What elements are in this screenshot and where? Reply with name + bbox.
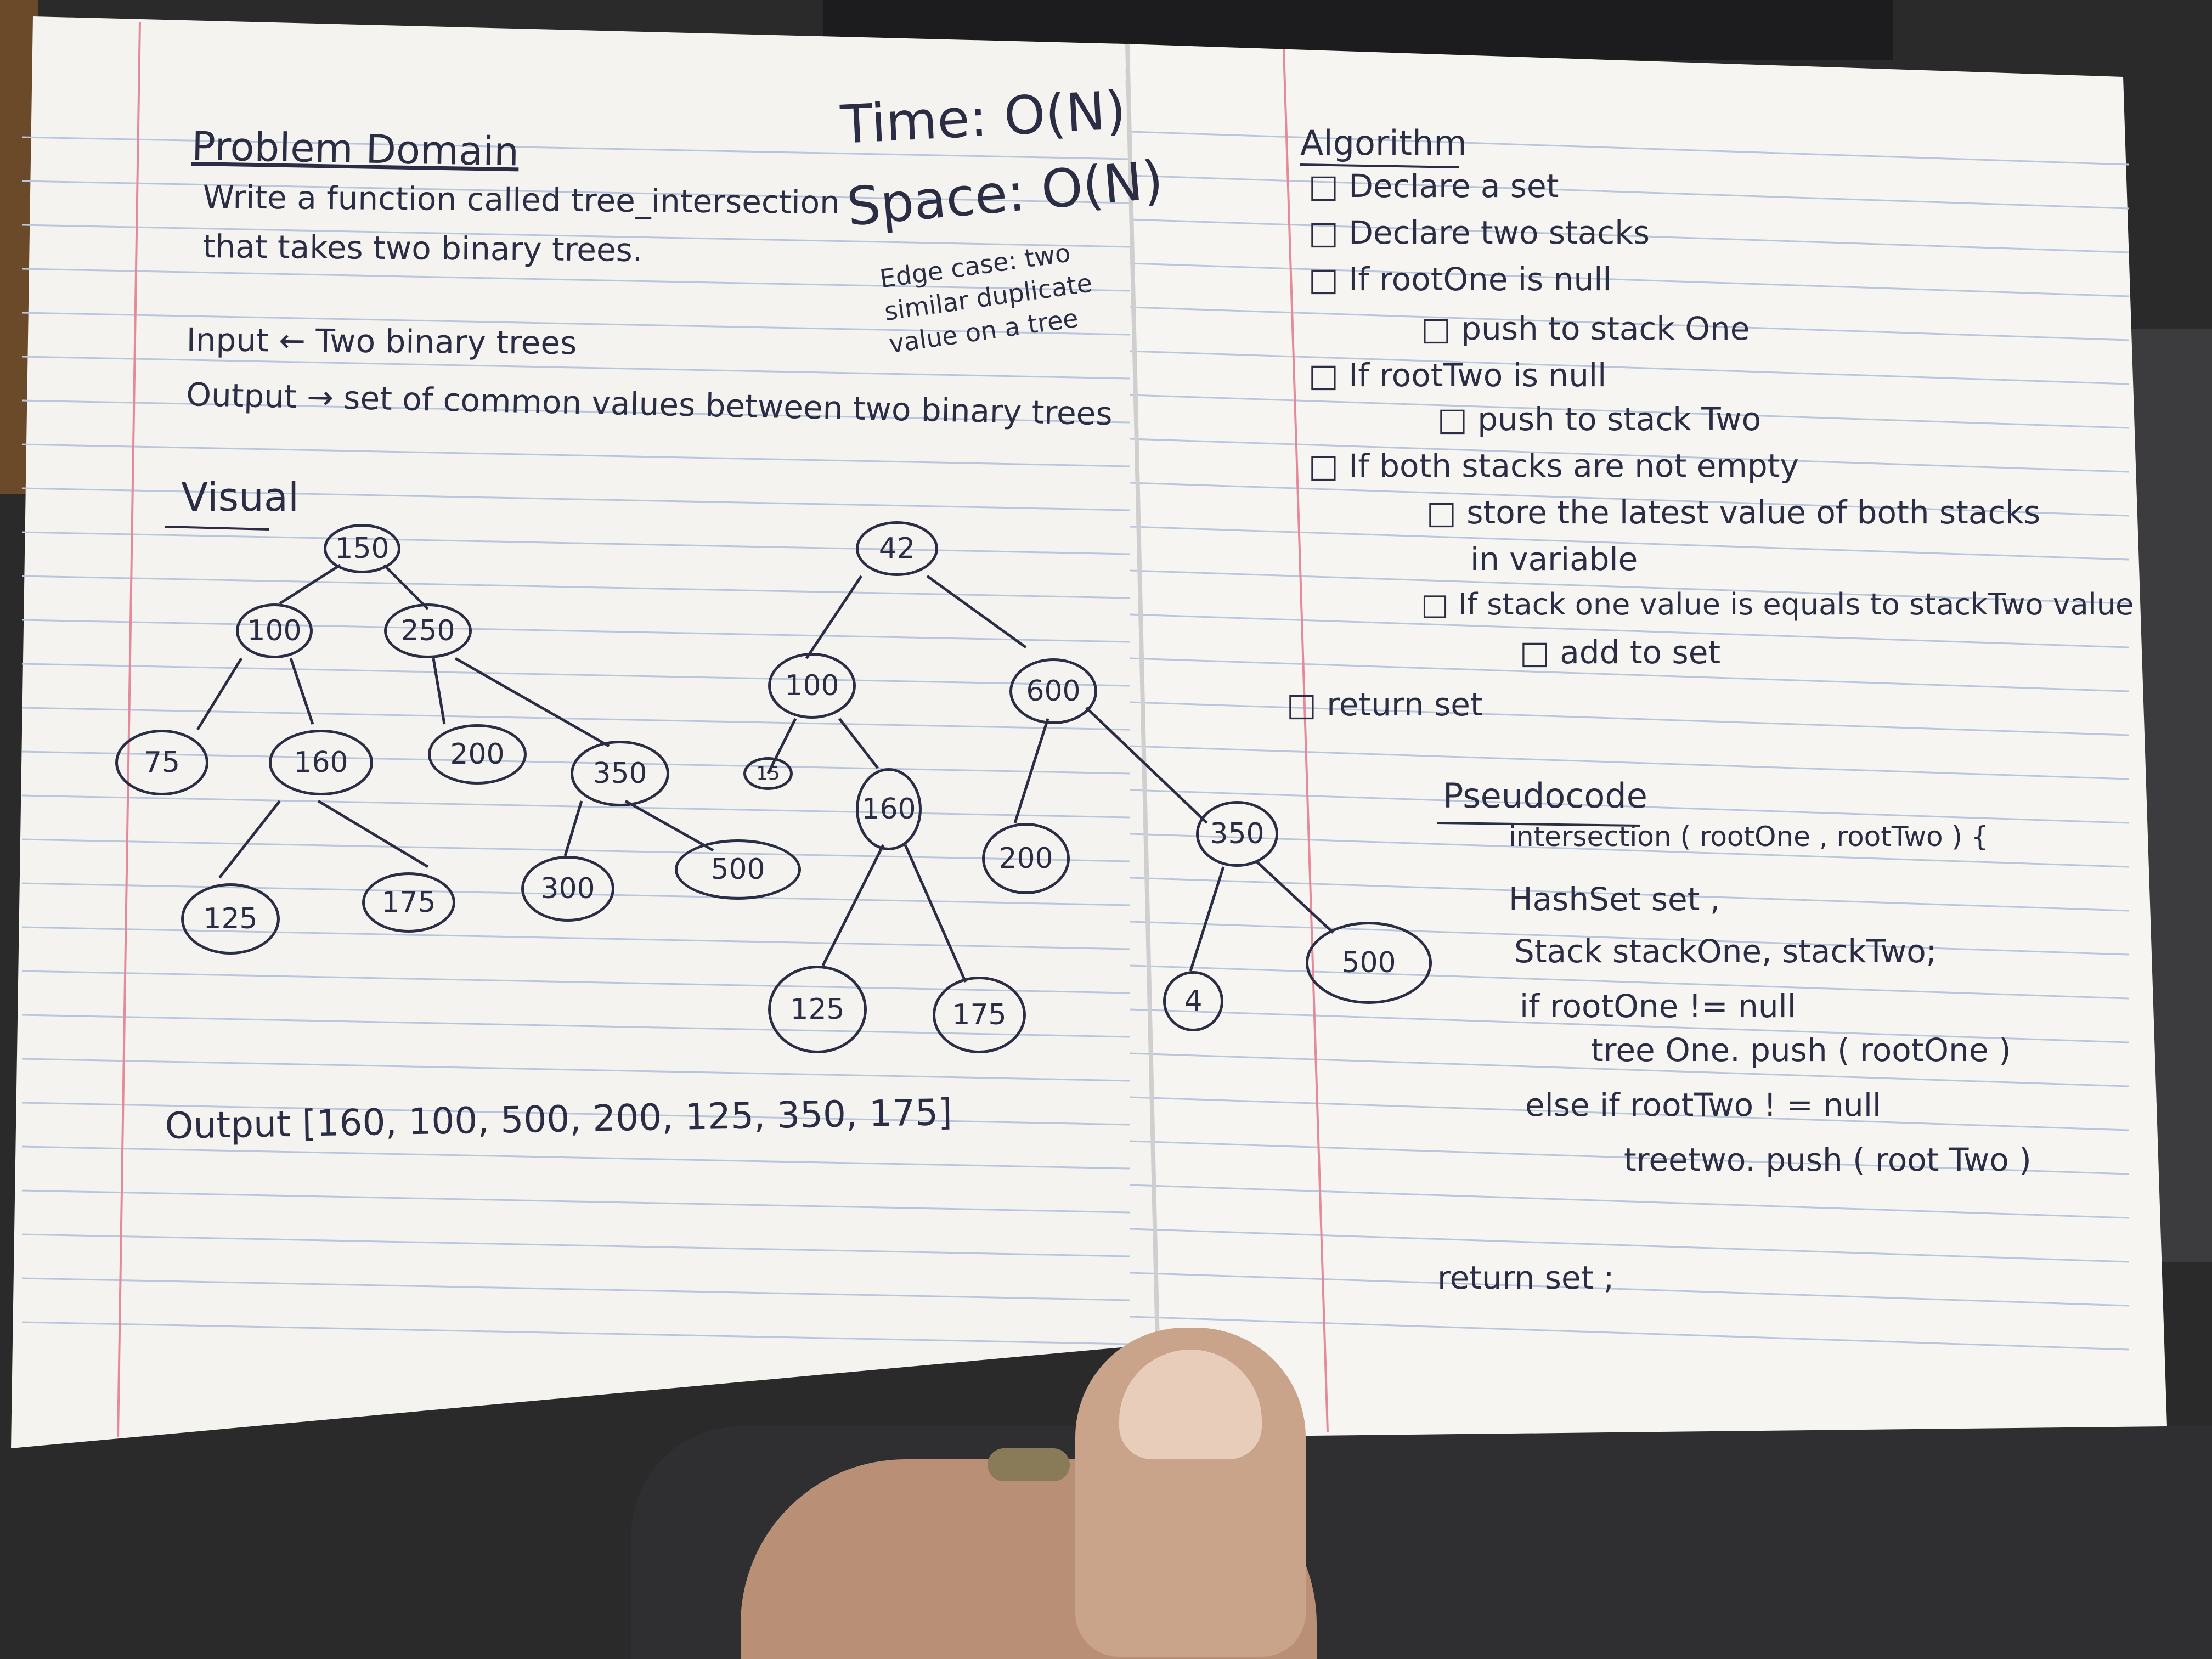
tree-two-node: 175 bbox=[933, 977, 1026, 1053]
ring bbox=[988, 1448, 1070, 1481]
pseudocode-line: HashSet set , bbox=[1509, 881, 1720, 918]
tree-two-node: 600 bbox=[1009, 658, 1097, 724]
tree-two-node: 500 bbox=[1306, 922, 1432, 1004]
tree-two-node: 100 bbox=[768, 653, 856, 719]
algorithm-step: in variable bbox=[1470, 540, 1638, 578]
tree-one-node: 200 bbox=[428, 724, 527, 785]
problem-statement-line-2: that takes two binary trees. bbox=[202, 228, 643, 269]
tree-two-node: 350 bbox=[1196, 801, 1278, 867]
pseudocode-line: return set ; bbox=[1437, 1259, 1615, 1296]
tree-one-node: 300 bbox=[521, 856, 614, 922]
pseudocode-line: treetwo. push ( root Two ) bbox=[1624, 1141, 2032, 1178]
tree-one-node: 250 bbox=[384, 603, 472, 658]
algorithm-step: □ Declare two stacks bbox=[1308, 214, 1650, 251]
visual-label: Visual bbox=[181, 474, 299, 520]
problem-statement-line-1: Write a function called tree_intersectio… bbox=[202, 178, 840, 222]
algorithm-title: Algorithm bbox=[1300, 123, 1467, 163]
algorithm-step: □ add to set bbox=[1520, 634, 1721, 671]
input-description: Input ← Two binary trees bbox=[186, 321, 577, 362]
tree-two-node: 42 bbox=[856, 521, 938, 576]
pseudocode-line: else if rootTwo ! = null bbox=[1525, 1086, 1882, 1124]
tree-one-node: 160 bbox=[269, 730, 373, 795]
algorithm-step: □ If both stacks are not empty bbox=[1308, 447, 1799, 484]
pseudocode-line: tree One. push ( rootOne ) bbox=[1591, 1031, 2011, 1069]
left-page-rules bbox=[21, 136, 1131, 1345]
tree-two-edges bbox=[766, 574, 1334, 983]
tree-one-node: 75 bbox=[115, 730, 208, 795]
tree-one-node: 175 bbox=[362, 872, 455, 933]
thumbnail bbox=[1119, 1350, 1262, 1459]
tree-one-node: 100 bbox=[236, 603, 313, 658]
tree-one-node: 350 bbox=[571, 741, 669, 806]
right-margin-line bbox=[1283, 49, 1329, 1432]
spine bbox=[1125, 43, 1160, 1345]
tree-two-node: 15 bbox=[743, 757, 793, 790]
tree-one-node: 500 bbox=[675, 839, 801, 900]
algorithm-step: □ Declare a set bbox=[1308, 167, 1559, 205]
pseudocode-title: Pseudocode bbox=[1443, 776, 1647, 816]
time-complexity: Time: O(N) bbox=[839, 79, 1127, 156]
tree-two-node: 125 bbox=[768, 966, 867, 1053]
algorithm-step: □ If stack one value is equals to stackT… bbox=[1421, 587, 2134, 622]
tree-one-node: 150 bbox=[324, 524, 400, 573]
algorithm-step: □ push to stack One bbox=[1421, 310, 1750, 347]
pseudocode-line: if rootOne != null bbox=[1520, 988, 1796, 1025]
algorithm-step: □ If rootTwo is null bbox=[1308, 357, 1607, 394]
tree-one-edges bbox=[196, 563, 714, 879]
left-margin-line bbox=[117, 21, 141, 1438]
tree-two-node: 160 bbox=[856, 768, 922, 850]
algorithm-step: □ push to stack Two bbox=[1437, 400, 1762, 438]
algorithm-step: □ return set bbox=[1286, 686, 1483, 723]
tree-two-node: 4 bbox=[1163, 971, 1223, 1031]
algorithm-step: □ If rootOne is null bbox=[1308, 261, 1612, 298]
pseudocode-line: Stack stackOne, stackTwo; bbox=[1514, 933, 1937, 970]
pseudocode-line: intersection ( rootOne , rootTwo ) { bbox=[1509, 821, 1989, 853]
right-page bbox=[1125, 44, 2167, 1437]
tree-two-node: 200 bbox=[982, 823, 1070, 894]
tree-one-node: 125 bbox=[181, 883, 280, 955]
problem-domain-title: Problem Domain bbox=[191, 123, 520, 175]
algorithm-step: □ store the latest value of both stacks bbox=[1426, 494, 2041, 531]
